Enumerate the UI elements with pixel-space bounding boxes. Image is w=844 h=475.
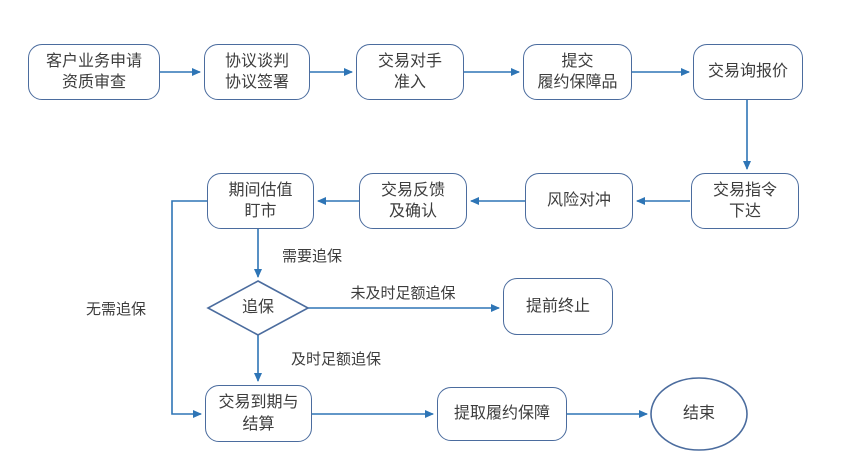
decision-diamond-shape	[206, 280, 310, 336]
edge-label-need-margin: 需要追保	[281, 248, 343, 265]
node-withdraw: 提取履约保障	[437, 387, 567, 441]
edge-label-timely-margin: 及时足额追保	[290, 351, 382, 368]
node-terminate: 提前终止	[503, 278, 613, 335]
node-agreement: 协议谈判 协议签署	[204, 44, 310, 100]
node-order: 交易指令 下达	[691, 173, 799, 229]
node-counterparty: 交易对手 准入	[356, 44, 464, 100]
node-valuation: 期间估值 盯市	[207, 173, 314, 229]
edge-label-late-margin: 未及时足额追保	[350, 285, 456, 302]
node-feedback: 交易反馈 及确认	[359, 173, 467, 229]
node-quote: 交易询报价	[693, 44, 803, 100]
node-apply: 客户业务申请 资质审查	[28, 44, 160, 100]
edge-label-no-margin: 无需追保	[85, 301, 147, 318]
node-hedge: 风险对冲	[525, 173, 633, 229]
arrow-valuation-to-settle	[171, 200, 207, 418]
node-settle: 交易到期与 结算	[205, 385, 312, 442]
node-collateral: 提交 履约保障品	[523, 44, 632, 100]
end-ellipse-shape	[650, 377, 748, 451]
